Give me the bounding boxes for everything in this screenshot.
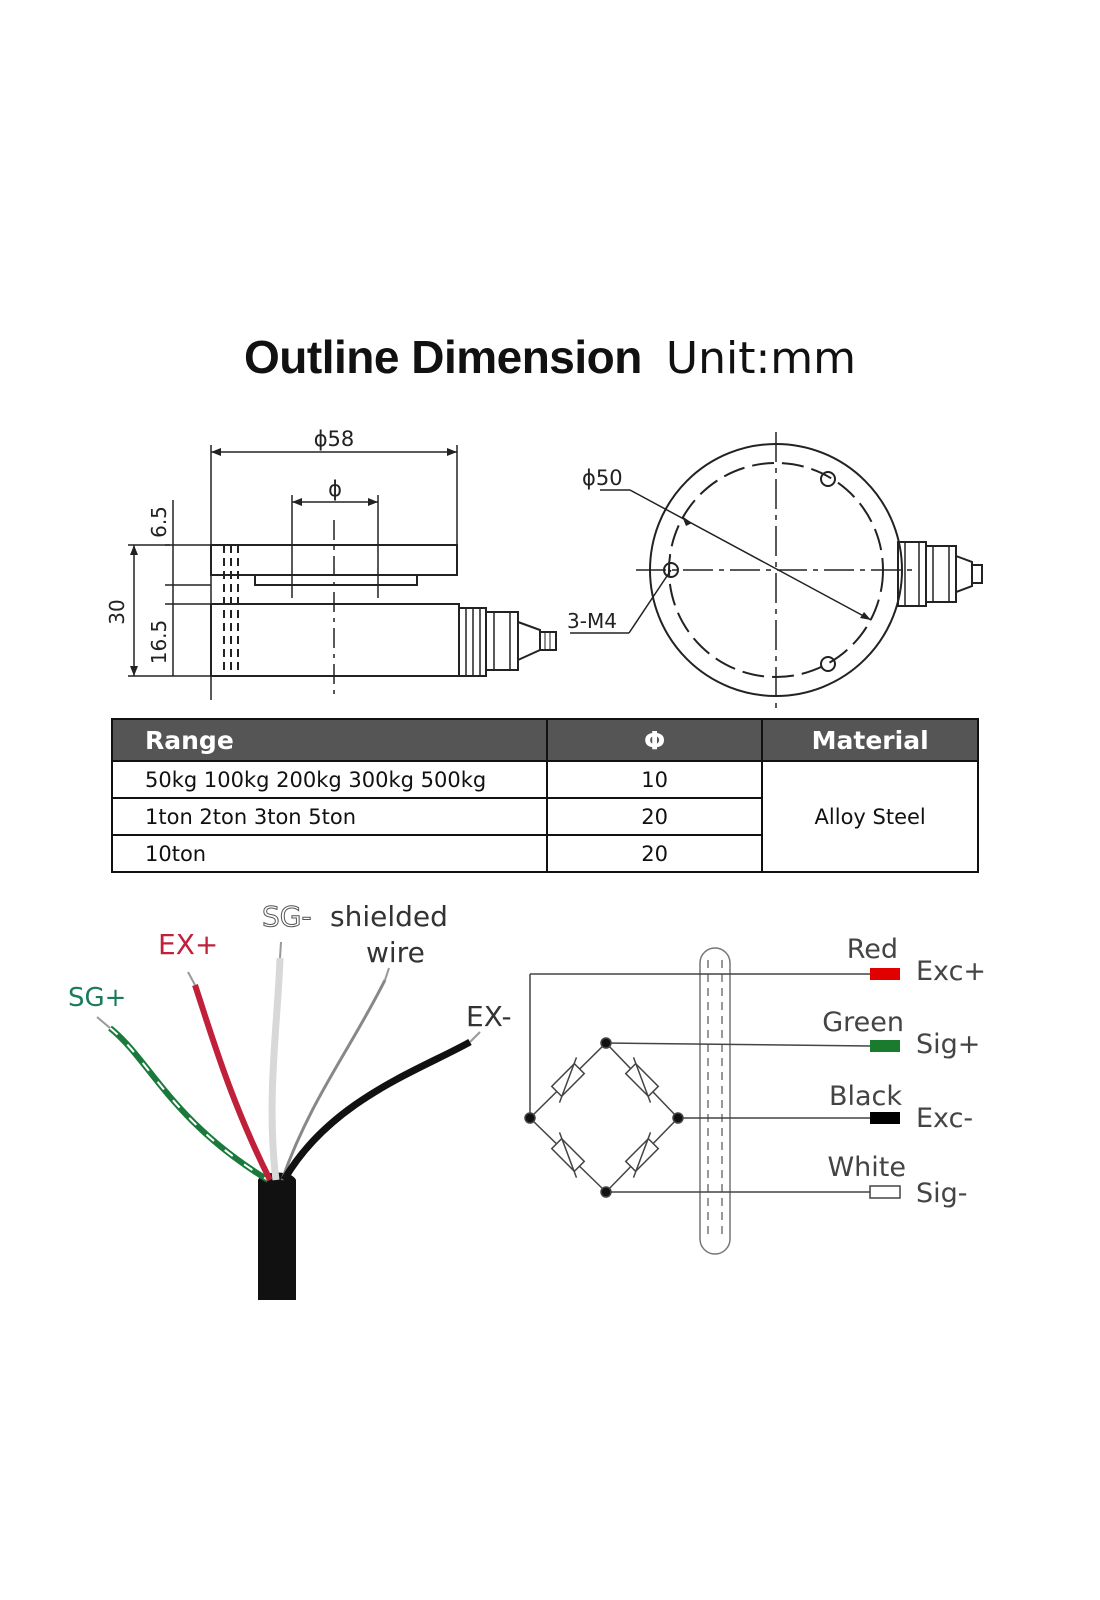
table-row: 50kg 100kg 200kg 300kg 500kg 10 Alloy St… <box>111 760 979 873</box>
header-range: Range <box>111 718 548 762</box>
cell-phi: 20 <box>545 797 764 836</box>
swatch-green <box>870 1040 900 1052</box>
header-phi: Φ <box>545 718 764 762</box>
wire-signal-sig-plus: Sig+ <box>916 1029 980 1060</box>
outline-drawing: ϕ58 ϕ <box>105 427 983 712</box>
table-header-row: Range Φ Material <box>111 718 979 762</box>
top-view: ϕ50 3-M4 <box>567 432 983 712</box>
wire-green <box>108 1025 270 1183</box>
label-sg-minus: SG- <box>262 900 312 933</box>
table-row: 10ton 20 <box>111 834 978 873</box>
wire-color-black: Black <box>829 1081 902 1112</box>
side-view: ϕ58 ϕ <box>105 427 557 700</box>
cable-illustration: SG- shielded wire EX+ SG+ EX- <box>68 900 512 1300</box>
wire-color-green: Green <box>822 1007 904 1038</box>
cable-jacket <box>258 1172 296 1300</box>
wiring-diagram: Red Exc+ Green Sig+ Black Exc- White Sig… <box>524 934 986 1255</box>
label-ex-plus: EX+ <box>158 928 218 961</box>
label-shielded: shielded <box>330 900 448 933</box>
cell-phi: 10 <box>545 760 764 799</box>
spec-table: Range Φ Material 50kg 100kg 200kg 300kg … <box>111 718 979 873</box>
page-title: Outline Dimension Unit:mm <box>0 330 1100 384</box>
wire-signal-exc-plus: Exc+ <box>916 956 986 987</box>
dim-body-height: 16.5 <box>147 620 171 665</box>
cell-range: 50kg 100kg 200kg 300kg 500kg <box>111 760 548 799</box>
table-row: 1ton 2ton 3ton 5ton 20 <box>111 797 978 836</box>
dim-top-thickness: 6.5 <box>147 506 171 538</box>
wire-signal-exc-minus: Exc- <box>916 1103 973 1134</box>
dim-outer-diameter: ϕ58 <box>314 427 355 451</box>
dim-total-height: 30 <box>105 599 129 624</box>
wire-black <box>280 1038 472 1182</box>
wire-color-red: Red <box>847 934 898 965</box>
dim-thread: 3-M4 <box>567 609 617 633</box>
wire-white <box>268 957 284 1181</box>
cell-material: Alloy Steel <box>761 760 979 873</box>
label-ex-minus: EX- <box>466 1000 512 1033</box>
wire-color-white: White <box>827 1152 906 1183</box>
wire-green-stripe <box>109 1027 269 1181</box>
wire-signal-sig-minus: Sig- <box>916 1178 968 1209</box>
wire-red <box>192 984 273 1182</box>
cell-phi: 20 <box>545 834 764 873</box>
cell-range: 10ton <box>111 834 548 873</box>
dim-bolt-circle: ϕ50 <box>582 466 623 490</box>
swatch-white <box>869 1185 901 1199</box>
swatch-red <box>870 968 900 980</box>
wire-shield <box>280 979 387 1181</box>
header-material: Material <box>761 718 979 762</box>
label-sg-plus: SG+ <box>68 983 126 1013</box>
title-unit: Unit:mm <box>665 333 856 384</box>
swatch-black <box>870 1112 900 1124</box>
title-main: Outline Dimension <box>244 331 642 383</box>
cell-range: 1ton 2ton 3ton 5ton <box>111 797 548 836</box>
dim-inner-diameter: ϕ <box>328 477 342 501</box>
label-wire: wire <box>366 936 425 969</box>
